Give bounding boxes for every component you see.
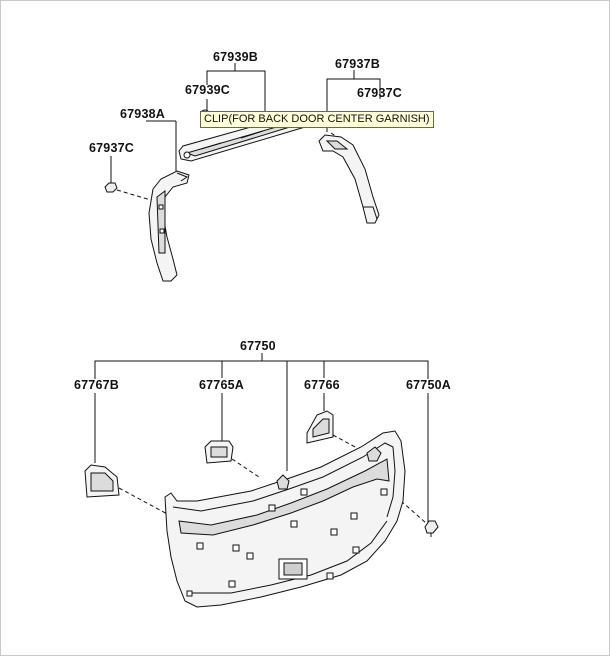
label-67937C-right[interactable]: 67937C (357, 86, 402, 100)
part-67938A-side-garnish[interactable] (148, 170, 190, 282)
part-67937B-side-garnish[interactable] (318, 134, 380, 224)
part-67767B-cover[interactable] (84, 464, 120, 498)
label-67938A[interactable]: 67938A (120, 107, 165, 121)
label-67939C[interactable]: 67939C (185, 83, 230, 97)
part-67750-back-door-trim[interactable] (164, 430, 406, 608)
leader-lines-top (110, 63, 381, 184)
part-67766-cover[interactable] (306, 410, 334, 444)
part-67765A-cover[interactable] (204, 440, 234, 464)
label-67765A[interactable]: 67765A (199, 378, 244, 392)
part-67750A-clip[interactable] (424, 520, 439, 537)
label-67766[interactable]: 67766 (304, 378, 340, 392)
label-67939B[interactable]: 67939B (213, 50, 258, 64)
label-67750A[interactable]: 67750A (406, 378, 451, 392)
leader-lines-bottom (94, 353, 429, 523)
part-67937C-clip-left[interactable] (104, 179, 118, 193)
clip-tooltip: CLIP(FOR BACK DOOR CENTER GARNISH) (200, 111, 434, 128)
label-67937B[interactable]: 67937B (335, 57, 380, 71)
label-67750[interactable]: 67750 (240, 339, 276, 353)
label-67767B[interactable]: 67767B (74, 378, 119, 392)
label-67937C-left[interactable]: 67937C (89, 141, 134, 155)
